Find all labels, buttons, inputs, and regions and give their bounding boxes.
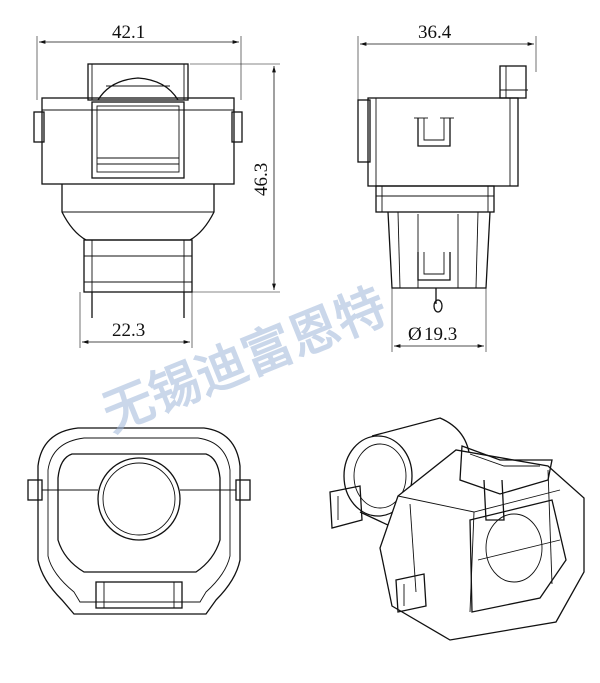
side-width-dimension: 36.4 [418, 22, 452, 43]
front-width-dimension: 42.1 [112, 22, 145, 43]
plan-view [27, 427, 251, 615]
watermark-text: 无锡迪富恩特 [95, 277, 395, 443]
side-view: 36.4 Ø 19.3 [357, 22, 537, 352]
diameter-symbol: Ø [408, 324, 422, 345]
front-height-dimension: 46.3 [251, 163, 272, 196]
front-view: 42.1 46.3 [33, 22, 280, 348]
side-diameter-dimension: 19.3 [424, 324, 457, 345]
front-base-width-dimension: 22.3 [112, 320, 145, 341]
isometric-view [329, 417, 585, 641]
